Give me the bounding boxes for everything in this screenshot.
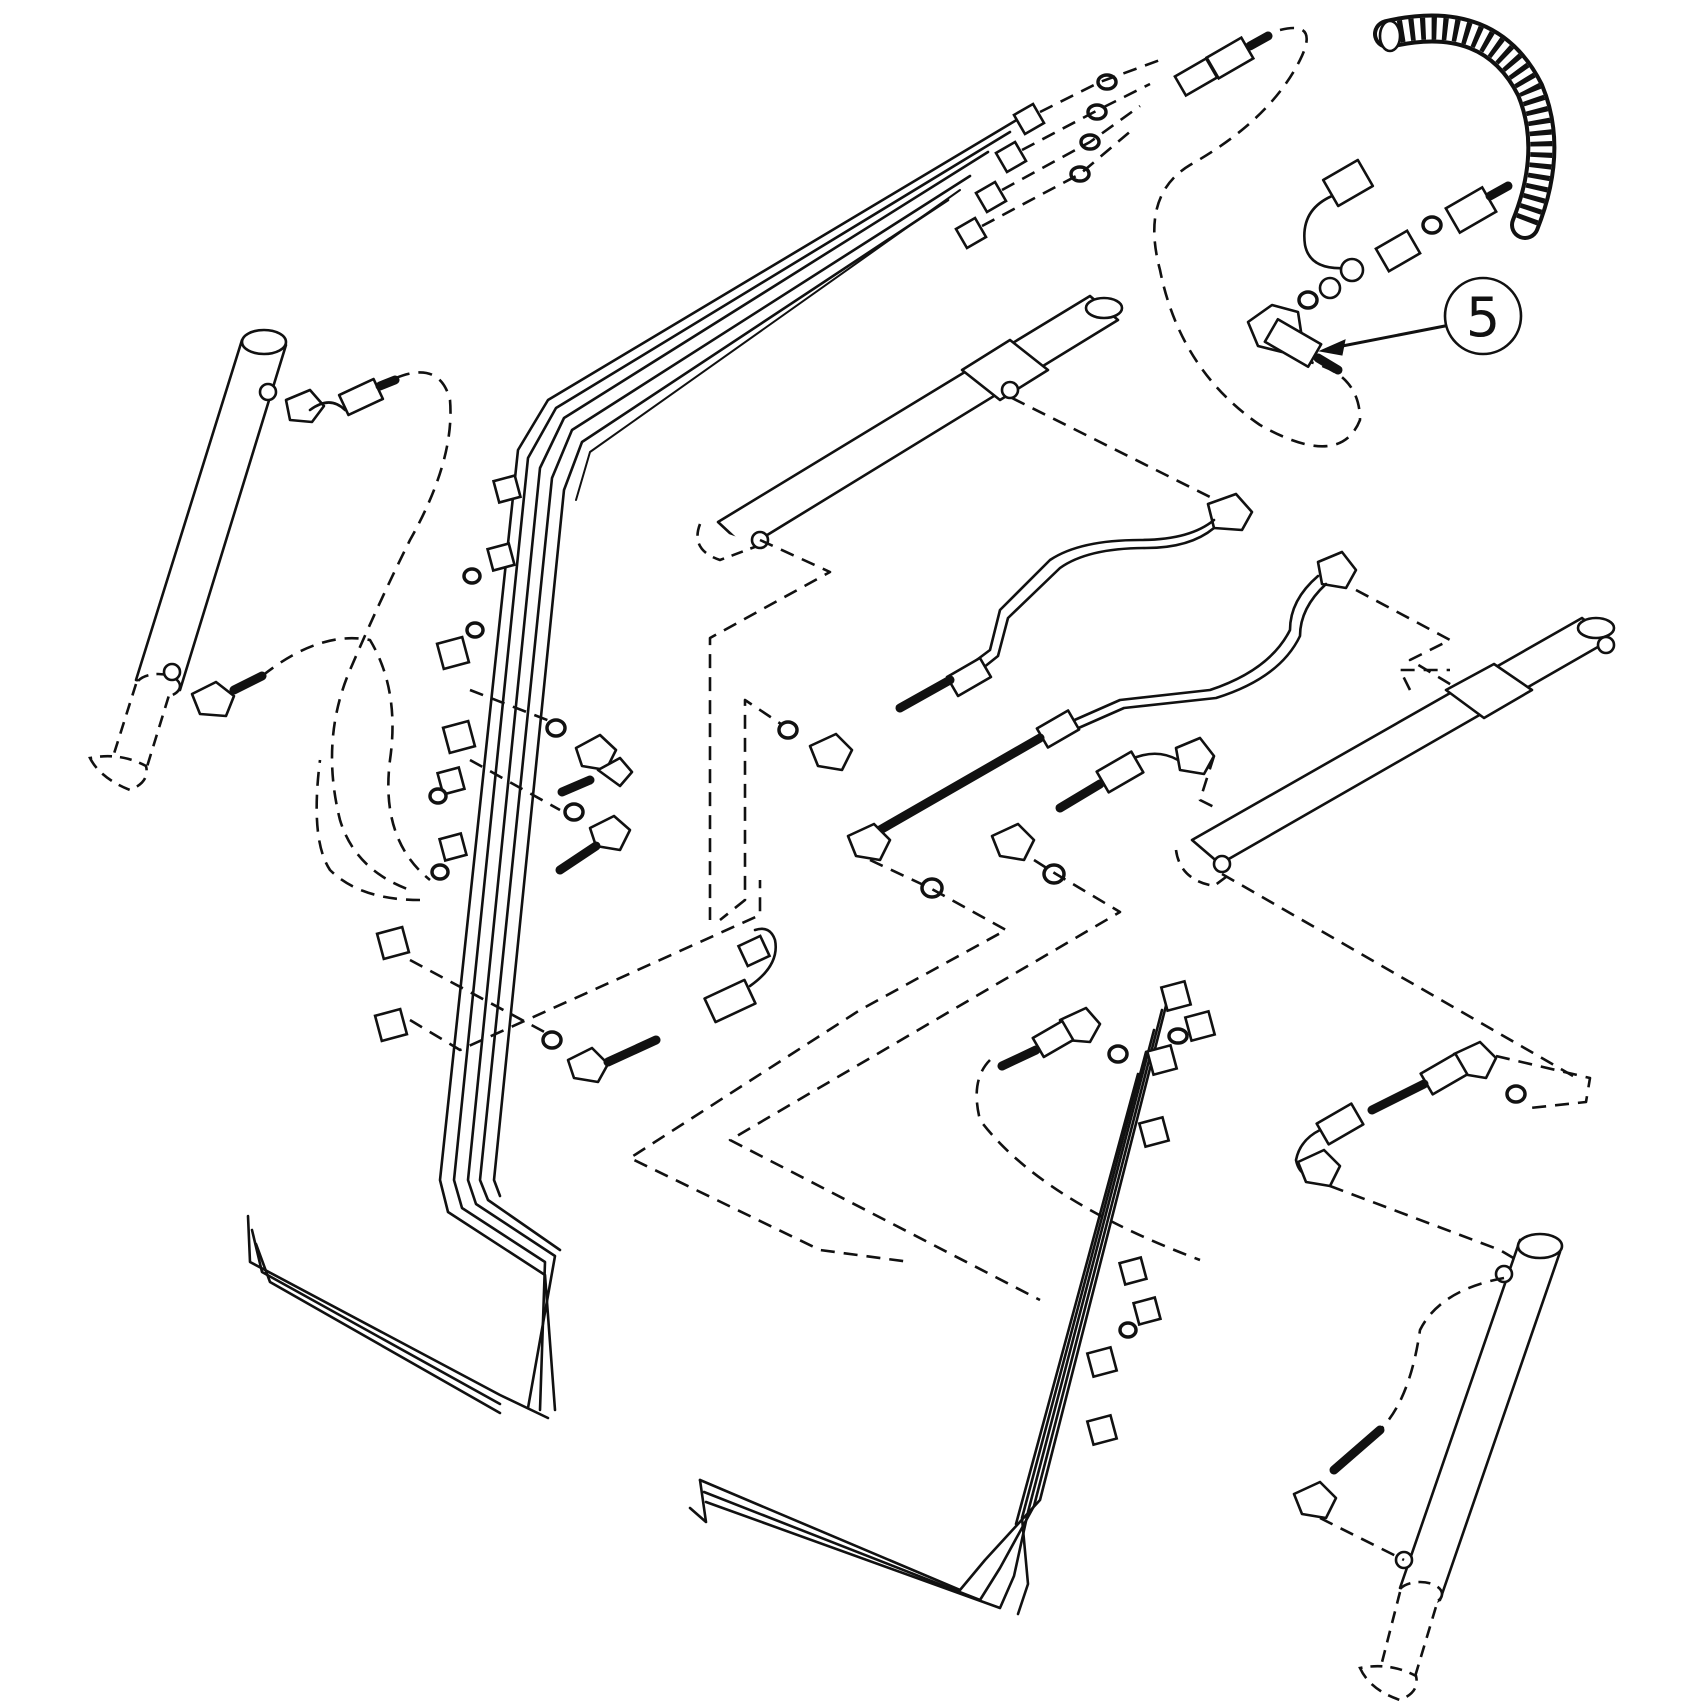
center-long-hose (846, 550, 1461, 862)
top-dashed-leaders (981, 26, 1362, 448)
callout-5: 5 (1318, 276, 1523, 356)
left-tube-bundle (246, 110, 1032, 1420)
center-tube-assembly (719, 492, 1254, 922)
right-bundle-fittings (1085, 979, 1217, 1447)
left-lower-hose (190, 636, 431, 902)
right-lower-cylinder-hose (1292, 1276, 1505, 1562)
callout-circle (1443, 276, 1523, 356)
callout-5-parts (1246, 158, 1513, 375)
top-tube-fittings (954, 102, 1046, 250)
right-lower-hoses (1294, 1040, 1592, 1264)
top-coupling (1173, 31, 1273, 98)
left-upper-hose (284, 371, 452, 892)
lower-left-hose (409, 880, 778, 1084)
right-middle-cylinder (1174, 616, 1616, 1082)
left-bundle-fittings (373, 473, 523, 1043)
right-tube-bundle (688, 988, 1172, 1616)
left-hydraulic-cylinder (88, 328, 288, 792)
center-short-hose (990, 736, 1221, 862)
callout-number: 5 (1466, 286, 1500, 349)
spiral-hose-guard (1373, 13, 1557, 240)
right-bundle-hoses (975, 1006, 1201, 1262)
center-upper-cylinder (696, 294, 1221, 920)
mid-left-hoses (469, 688, 634, 875)
right-lower-cylinder (1358, 1232, 1564, 1702)
center-o-rings (628, 858, 1122, 1302)
